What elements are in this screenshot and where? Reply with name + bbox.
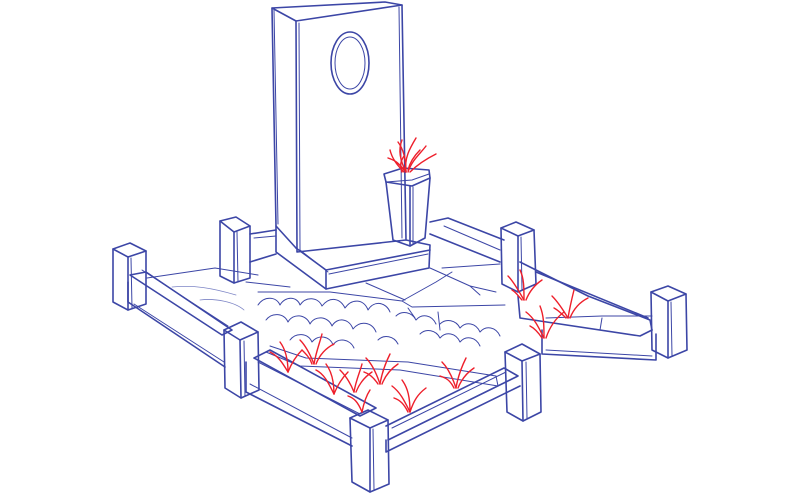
curb-front (245, 349, 377, 447)
curb-back-left (249, 229, 277, 263)
curb-right-side (517, 261, 657, 361)
cobble-stones (257, 297, 501, 349)
post-back-right (500, 221, 537, 293)
curb-right-front (385, 367, 521, 453)
right-bed-plants (507, 269, 589, 339)
post-far-right (650, 285, 688, 359)
curb-divider (265, 345, 499, 387)
photo-oval-frame (330, 31, 370, 95)
vase-flowers (387, 137, 437, 173)
post-back-left (219, 216, 251, 284)
headstone-base (275, 225, 431, 290)
post-front-left (223, 321, 260, 399)
paving-slabs (146, 263, 506, 331)
flower-vase (383, 167, 431, 247)
curb-left-front (127, 269, 233, 368)
front-bed-plants (269, 333, 475, 413)
post-left (112, 242, 147, 311)
post-front (349, 409, 390, 493)
curb-back-right (429, 217, 505, 263)
headstone (271, 1, 407, 253)
post-mid-right (504, 343, 542, 422)
